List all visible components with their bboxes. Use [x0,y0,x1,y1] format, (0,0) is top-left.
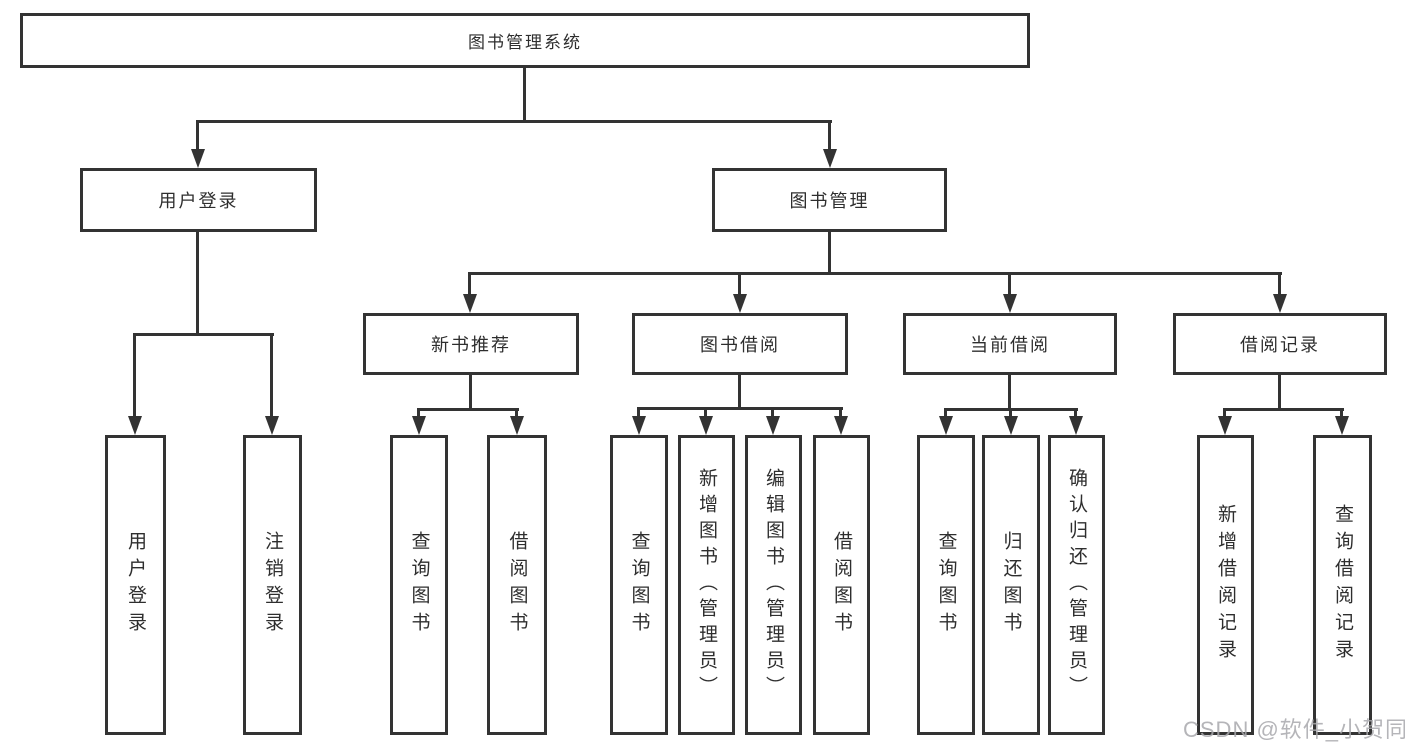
connector-line-v [1008,272,1011,297]
connector-line-v [944,408,947,418]
connector-line-v [1340,408,1343,418]
connector-line-v [196,232,199,336]
node-library-management-system: 图书管理系统 [20,13,1030,68]
node-book-borrowing: 图书借阅 [632,313,848,375]
connector-line-h [468,272,1282,275]
arrow-down-icon [128,416,142,435]
connector-line-v [704,407,707,418]
connector-line-v [1009,408,1012,418]
arrow-down-icon [823,149,837,168]
connector-line-v [523,68,526,123]
connector-line-v [196,120,199,152]
connector-line-v [515,408,518,418]
connector-line-h [417,408,519,411]
connector-line-h [637,407,843,410]
arrow-down-icon [1218,416,1232,435]
leaf-query-books-borrowing: 查询图书 [610,435,668,735]
arrow-down-icon [1069,416,1083,435]
connector-line-h [196,120,832,123]
node-new-book-recommendation: 新书推荐 [363,313,579,375]
leaf-query-books-recommend: 查询图书 [390,435,448,735]
connector-line-v [839,407,842,418]
connector-line-v [133,333,136,418]
arrow-down-icon [733,294,747,313]
connector-line-v [828,232,831,275]
leaf-query-books-current: 查询图书 [917,435,975,735]
arrow-down-icon [1003,294,1017,313]
arrow-down-icon [510,416,524,435]
connector-line-v [468,272,471,297]
node-book-management-branch: 图书管理 [712,168,947,232]
leaf-return-books: 归还图书 [982,435,1040,735]
leaf-borrow-books-recommend: 借阅图书 [487,435,547,735]
connector-line-v [828,120,831,152]
connector-line-v [469,375,472,411]
arrow-down-icon [191,149,205,168]
connector-line-v [1223,408,1226,418]
connector-line-h [133,333,274,336]
leaf-confirm-return-admin: 确认归还（管理员） [1048,435,1105,735]
arrow-down-icon [463,294,477,313]
arrow-down-icon [1273,294,1287,313]
leaf-user-login: 用户登录 [105,435,166,735]
arrow-down-icon [766,416,780,435]
leaf-edit-books-admin: 编辑图书（管理员） [745,435,802,735]
arrow-down-icon [834,416,848,435]
node-borrowing-records: 借阅记录 [1173,313,1387,375]
connector-line-v [637,407,640,418]
node-user-login-branch: 用户登录 [80,168,317,232]
connector-line-v [738,375,741,410]
connector-line-v [1008,375,1011,411]
connector-line-v [738,272,741,297]
connector-line-v [270,333,273,418]
connector-line-v [1074,408,1077,418]
leaf-borrow-books-borrowing: 借阅图书 [813,435,870,735]
arrow-down-icon [939,416,953,435]
leaf-query-borrow-record: 查询借阅记录 [1313,435,1372,735]
node-current-borrowing: 当前借阅 [903,313,1117,375]
connector-line-v [771,407,774,418]
arrow-down-icon [265,416,279,435]
connector-line-v [1278,375,1281,411]
arrow-down-icon [699,416,713,435]
arrow-down-icon [632,416,646,435]
leaf-logout-login: 注销登录 [243,435,302,735]
arrow-down-icon [1004,416,1018,435]
connector-line-v [417,408,420,418]
watermark: CSDN @软件_小贺同学 [1183,717,1405,742]
leaf-add-books-admin: 新增图书（管理员） [678,435,735,735]
connector-line-h [1223,408,1344,411]
arrow-down-icon [1335,416,1349,435]
connector-line-v [1278,272,1281,297]
arrow-down-icon [412,416,426,435]
leaf-add-borrow-record: 新增借阅记录 [1197,435,1254,735]
